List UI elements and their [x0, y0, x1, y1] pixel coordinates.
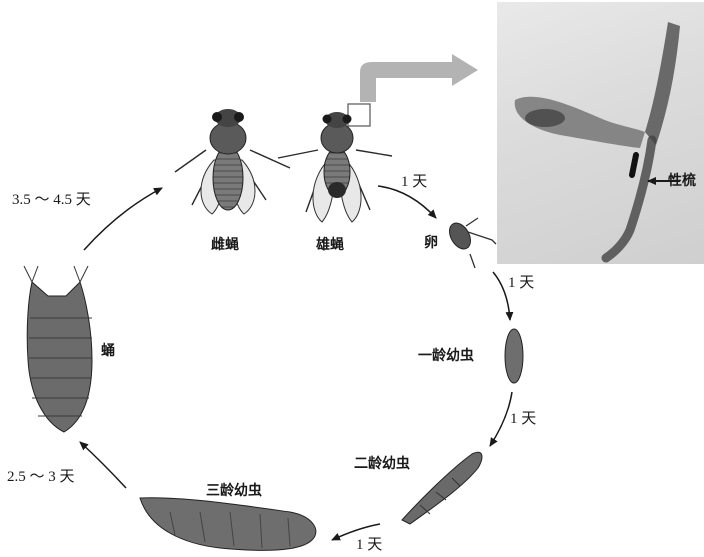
duration-male-to-egg: 1 天: [401, 175, 427, 190]
first-instar-larva: [505, 329, 523, 383]
arrow-larva3-to-pupa: [80, 442, 126, 488]
label-female: 雌蝇: [211, 238, 239, 252]
label-second-instar: 二龄幼虫: [354, 457, 410, 471]
duration-larva2-to-larva3: 1 天: [356, 538, 382, 553]
arrow-larva1-to-larva2: [490, 392, 512, 446]
second-instar-larva: [402, 452, 482, 524]
arrow-pupa-to-adult: [84, 188, 162, 250]
duration-larva3-to-pupa: 2.5 ～ 3 天: [7, 470, 75, 485]
label-sex-comb: 性梳: [668, 174, 696, 188]
sex-comb-leg-drawing: [515, 22, 680, 258]
egg: [445, 218, 496, 268]
label-male: 雄蝇: [316, 238, 344, 252]
duration-larva1-to-larva2: 1 天: [510, 412, 536, 427]
duration-egg-to-larva1: 1 天: [508, 276, 534, 291]
pupa: [24, 266, 92, 432]
label-egg: 卵: [424, 236, 438, 250]
third-instar-larva: [140, 498, 316, 551]
arrow-male-to-egg: [378, 186, 436, 218]
male-fly: [278, 112, 392, 222]
label-third-instar: 三龄幼虫: [206, 484, 262, 498]
callout-box: [348, 104, 370, 126]
callout-arrow: [360, 54, 478, 102]
female-fly: [175, 109, 290, 214]
duration-pupa-to-adult: 3.5 ～ 4.5 天: [12, 193, 91, 208]
label-pupa: 蛹: [101, 344, 115, 358]
label-first-instar: 一龄幼虫: [418, 349, 474, 363]
